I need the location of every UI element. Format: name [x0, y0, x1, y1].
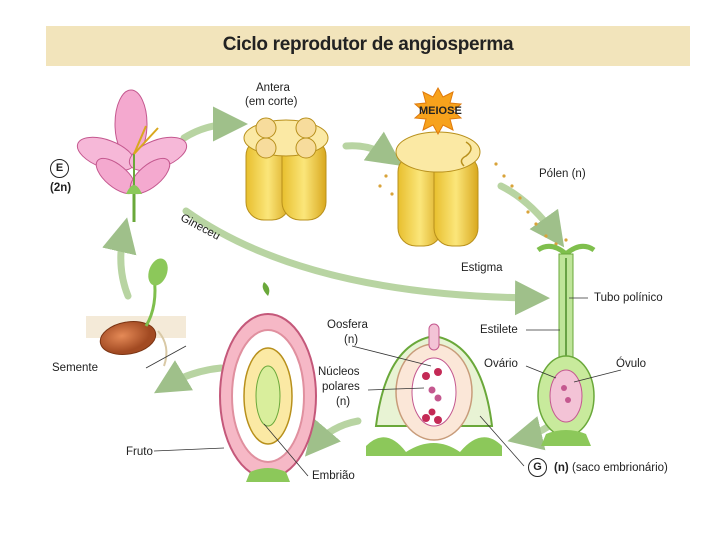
arrow-sac-to-fruit	[304, 417, 362, 457]
label-ovulo: Óvulo	[616, 358, 647, 370]
label-oosfera-n: (n)	[344, 334, 359, 346]
cycle-illustration	[76, 86, 622, 482]
label-polen: Pólen (n)	[539, 168, 586, 180]
flower-illustration	[76, 89, 188, 222]
meiosis-burst	[413, 86, 463, 136]
arrow-anther-to-meiosis	[342, 131, 403, 167]
label-tubo-polinico: Tubo polínico	[594, 292, 663, 304]
label-polares: polares	[322, 381, 360, 393]
cycle-arrows	[102, 106, 578, 457]
diagram-title: Ciclo reprodutor de angiosperma	[222, 34, 514, 55]
label-polares-n: (n)	[336, 396, 351, 408]
badge-e: E	[50, 159, 69, 178]
leader-lines	[145, 297, 622, 477]
diagram-frame: Ciclo reprodutor de angiosperma	[46, 26, 690, 500]
fruit-illustration	[219, 282, 317, 482]
arrow-flower-to-anther	[180, 106, 248, 142]
label-ovario: Ovário	[484, 358, 518, 370]
badge-g: G	[528, 458, 547, 477]
arrow-seedling-to-flower	[102, 217, 137, 300]
title-bar	[46, 26, 690, 66]
label-g-n: (n)	[554, 462, 569, 474]
label-embriao: Embrião	[312, 470, 355, 482]
meiosis-anther-illustration	[378, 131, 568, 247]
label-estilete: Estilete	[480, 324, 518, 336]
label-e-ploidy: (2n)	[50, 182, 72, 194]
pistil-illustration	[536, 243, 596, 446]
label-meiose: MEIOSE	[419, 105, 462, 117]
label-g-desc: (saco embrionário)	[572, 462, 668, 474]
label-antera-sub: (em corte)	[245, 96, 298, 108]
anther-illustration	[243, 117, 329, 221]
arrow-fruit-to-seed	[153, 360, 225, 394]
label-estigma: Estigma	[461, 262, 503, 274]
seedling-illustration	[86, 258, 186, 367]
label-fruto: Fruto	[126, 446, 153, 458]
arrow-pollen-to-stigma	[497, 182, 565, 248]
label-antera: Antera	[256, 82, 290, 94]
label-semente: Semente	[52, 362, 99, 374]
label-nucleos: Núcleos	[318, 366, 360, 378]
embryo-sac-illustration	[366, 323, 502, 456]
arrow-gineceu	[182, 207, 550, 316]
label-oosfera: Oosfera	[327, 319, 368, 331]
